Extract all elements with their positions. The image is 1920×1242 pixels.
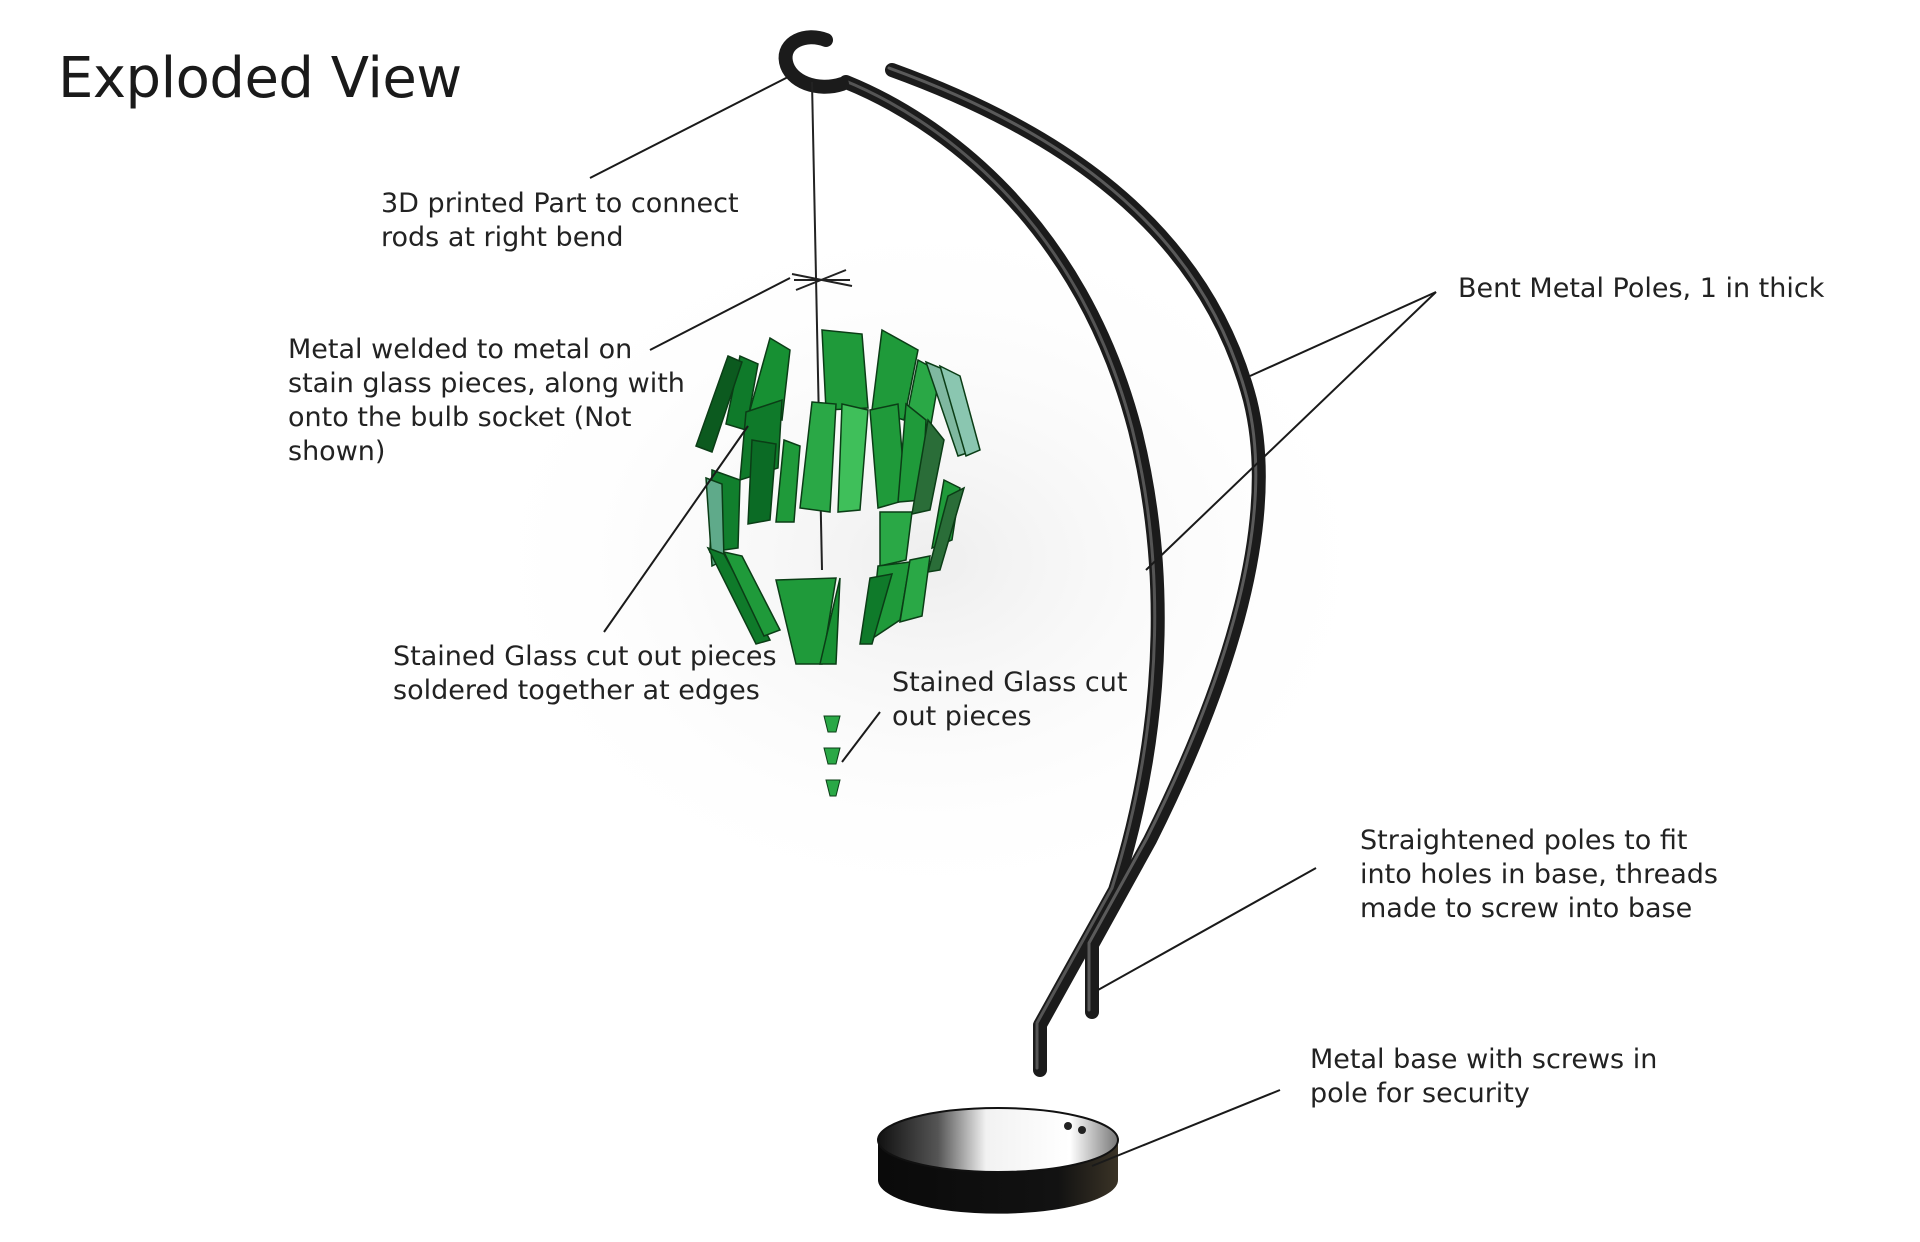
leader-connector bbox=[589, 75, 791, 179]
callout-straightened: Straightened poles to fit into holes in … bbox=[1360, 824, 1718, 926]
callout-line: Stained Glass cut out pieces bbox=[393, 641, 777, 672]
callout-line: soldered together at edges bbox=[393, 675, 760, 706]
connector-hook bbox=[778, 30, 849, 94]
callout-line: shown) bbox=[288, 436, 386, 467]
leader-soldered bbox=[603, 425, 749, 633]
callout-poles: Bent Metal Poles, 1 in thick bbox=[1458, 272, 1824, 306]
callout-line: rods at right bend bbox=[381, 222, 624, 253]
leader-straightened bbox=[1097, 867, 1317, 991]
callout-line: stain glass pieces, along with bbox=[288, 368, 685, 399]
callout-line: Stained Glass cut bbox=[892, 667, 1128, 698]
callout-line: Straightened poles to fit bbox=[1360, 825, 1688, 856]
callout-weld: Metal welded to metal on stain glass pie… bbox=[288, 333, 685, 469]
callout-line: Bent Metal Poles, 1 in thick bbox=[1458, 273, 1825, 304]
callout-line: 3D printed Part to connect bbox=[381, 188, 739, 219]
callout-line: out pieces bbox=[892, 701, 1032, 732]
leader-base bbox=[1091, 1089, 1281, 1167]
callout-soldered: Stained Glass cut out pieces soldered to… bbox=[393, 640, 777, 708]
leader-small-pieces bbox=[841, 711, 881, 763]
callout-line: pole for security bbox=[1310, 1078, 1530, 1109]
bent-metal-poles bbox=[778, 30, 1266, 1077]
leader-poles-a bbox=[1249, 291, 1437, 377]
callout-line: made to screw into base bbox=[1360, 893, 1693, 924]
leader-poles-b bbox=[1145, 291, 1437, 571]
page-title: Exploded View bbox=[58, 46, 462, 111]
leader-lines bbox=[589, 75, 1437, 1167]
callout-connector: 3D printed Part to connect rods at right… bbox=[381, 187, 739, 255]
metal-base bbox=[877, 1107, 1119, 1214]
callout-small-pieces: Stained Glass cut out pieces bbox=[892, 666, 1127, 734]
small-glass-pieces bbox=[823, 715, 841, 797]
callout-line: onto the bulb socket (Not bbox=[288, 402, 632, 433]
callout-line: into holes in base, threads bbox=[1360, 859, 1718, 890]
callout-base: Metal base with screws in pole for secur… bbox=[1310, 1043, 1657, 1111]
leader-weld bbox=[649, 277, 791, 351]
callout-line: Metal welded to metal on bbox=[288, 334, 633, 365]
callout-line: Metal base with screws in bbox=[1310, 1044, 1658, 1075]
weld-mark bbox=[791, 269, 853, 291]
stained-glass-shade bbox=[695, 328, 981, 665]
